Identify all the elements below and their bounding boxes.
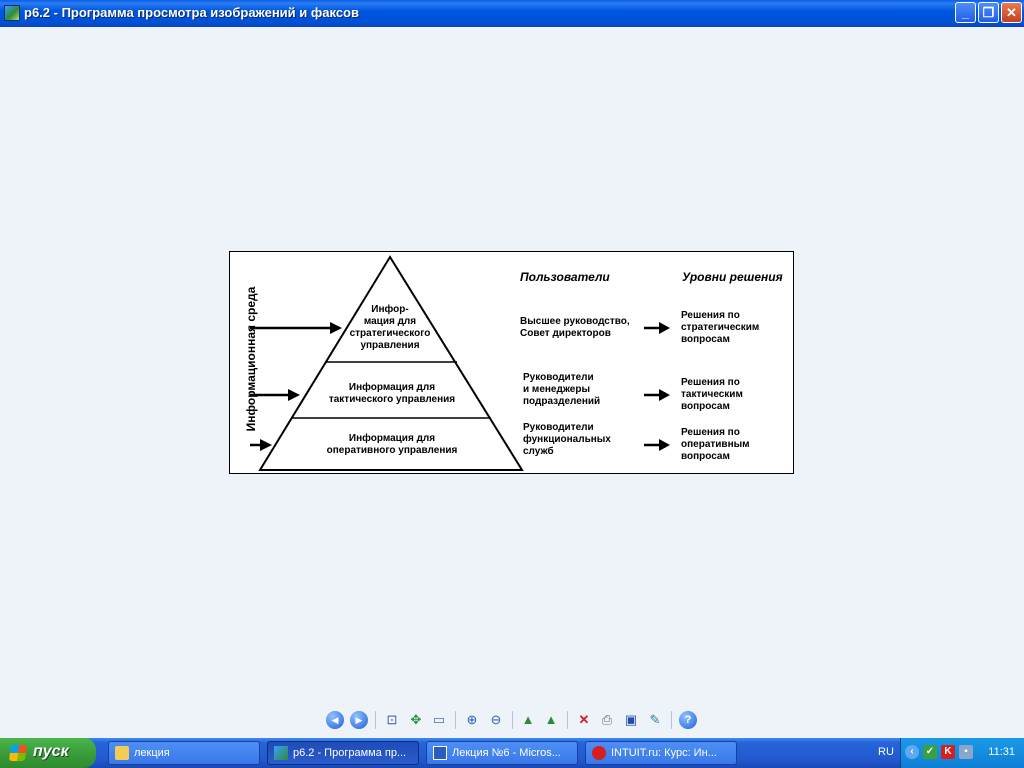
decisions-strategic: Решения по стратегическим вопросам	[681, 310, 760, 345]
pyramid-outline	[258, 255, 524, 471]
decisions-operational: Решения по оперативным вопросам	[681, 427, 750, 462]
rotate-clockwise-icon[interactable]: ▲	[521, 712, 535, 727]
previous-image-icon[interactable]: ◀	[326, 711, 344, 729]
zoom-out-icon[interactable]: ⊖	[490, 712, 502, 727]
edit-icon[interactable]: ✎	[649, 712, 661, 727]
save-icon[interactable]: ▣	[624, 712, 638, 727]
decisions-tactical: Решения по тактическим вопросам	[681, 377, 743, 412]
maximize-button[interactable]: ❐	[978, 2, 999, 23]
actual-size-icon[interactable]: ✥	[410, 712, 422, 727]
network-icon[interactable]: ✓	[923, 745, 937, 759]
best-fit-icon[interactable]: ⊡	[386, 712, 398, 727]
image-viewer-icon	[274, 746, 288, 760]
minimize-button[interactable]: _	[955, 2, 976, 23]
image-viewer-app-icon[interactable]	[4, 5, 20, 21]
antivirus-icon[interactable]: K	[941, 745, 955, 759]
close-button[interactable]: ✕	[1001, 2, 1022, 23]
folder-icon	[115, 746, 129, 760]
pyramid-middle-text: Информация для тактического управления	[328, 382, 456, 405]
users-operational: Руководители функциональных служб	[523, 422, 611, 457]
rotate-counterclockwise-icon[interactable]: ▲	[544, 712, 558, 727]
show-hidden-icons-icon[interactable]: ‹	[905, 745, 919, 759]
information-environment-label: Информационная среда	[244, 286, 258, 432]
next-image-icon[interactable]: ▶	[350, 711, 368, 729]
task-image-viewer[interactable]: р6.2 - Программа пр...	[267, 741, 419, 765]
start-button[interactable]: пуск	[0, 738, 96, 768]
clock: 11:31	[988, 746, 1015, 758]
image-viewer-canvas: Информационная среда Инфор- мация для ст…	[0, 27, 1024, 738]
help-icon[interactable]: ?	[679, 711, 697, 729]
word-icon	[433, 746, 447, 760]
title-bar: р6.2 - Программа просмотра изображений и…	[0, 0, 1024, 27]
print-icon[interactable]: ⎙	[601, 712, 613, 727]
viewer-toolbar: ◀ ▶ ⊡ ✥ ▭ ⊕ ⊖ ▲ ▲ ✕ ⎙ ▣ ✎ ?	[0, 709, 1024, 733]
zoom-in-icon[interactable]: ⊕	[466, 712, 478, 727]
toolbar-separator	[567, 711, 568, 729]
system-tray: ‹ ✓ K ▪ 11:31	[900, 738, 1024, 768]
users-tactical: Руководители и менеджеры подразделений	[523, 372, 601, 407]
pyramid-graphic	[250, 255, 670, 471]
pyramid-top-text: Инфор- мация для стратегического управле…	[349, 304, 431, 351]
decision-levels-header: Уровни решения	[682, 270, 783, 284]
display-icon[interactable]: ▪	[959, 745, 973, 759]
taskbar: пуск лекция р6.2 - Программа пр... Лекци…	[0, 738, 1024, 768]
users-strategic: Высшее руководство, Совет директоров	[520, 316, 630, 339]
language-indicator[interactable]: RU	[878, 746, 894, 758]
windows-flag-icon	[8, 745, 28, 761]
pyramid-bottom-text: Информация для оперативного управления	[326, 433, 458, 456]
toolbar-separator	[455, 711, 456, 729]
task-opera-browser[interactable]: INTUIT.ru: Курс: Ин...	[585, 741, 737, 765]
opera-icon	[592, 746, 606, 760]
toolbar-separator	[671, 711, 672, 729]
delete-icon[interactable]: ✕	[578, 712, 590, 727]
slideshow-icon[interactable]: ▭	[432, 712, 446, 727]
users-header: Пользователи	[520, 270, 610, 284]
toolbar-separator	[375, 711, 376, 729]
task-word-document[interactable]: Лекция №6 - Micros...	[426, 741, 578, 765]
toolbar-separator	[512, 711, 513, 729]
window-title: р6.2 - Программа просмотра изображений и…	[24, 5, 359, 20]
information-pyramid-figure: Информационная среда Инфор- мация для ст…	[229, 251, 794, 474]
task-folder-lekciya[interactable]: лекция	[108, 741, 260, 765]
